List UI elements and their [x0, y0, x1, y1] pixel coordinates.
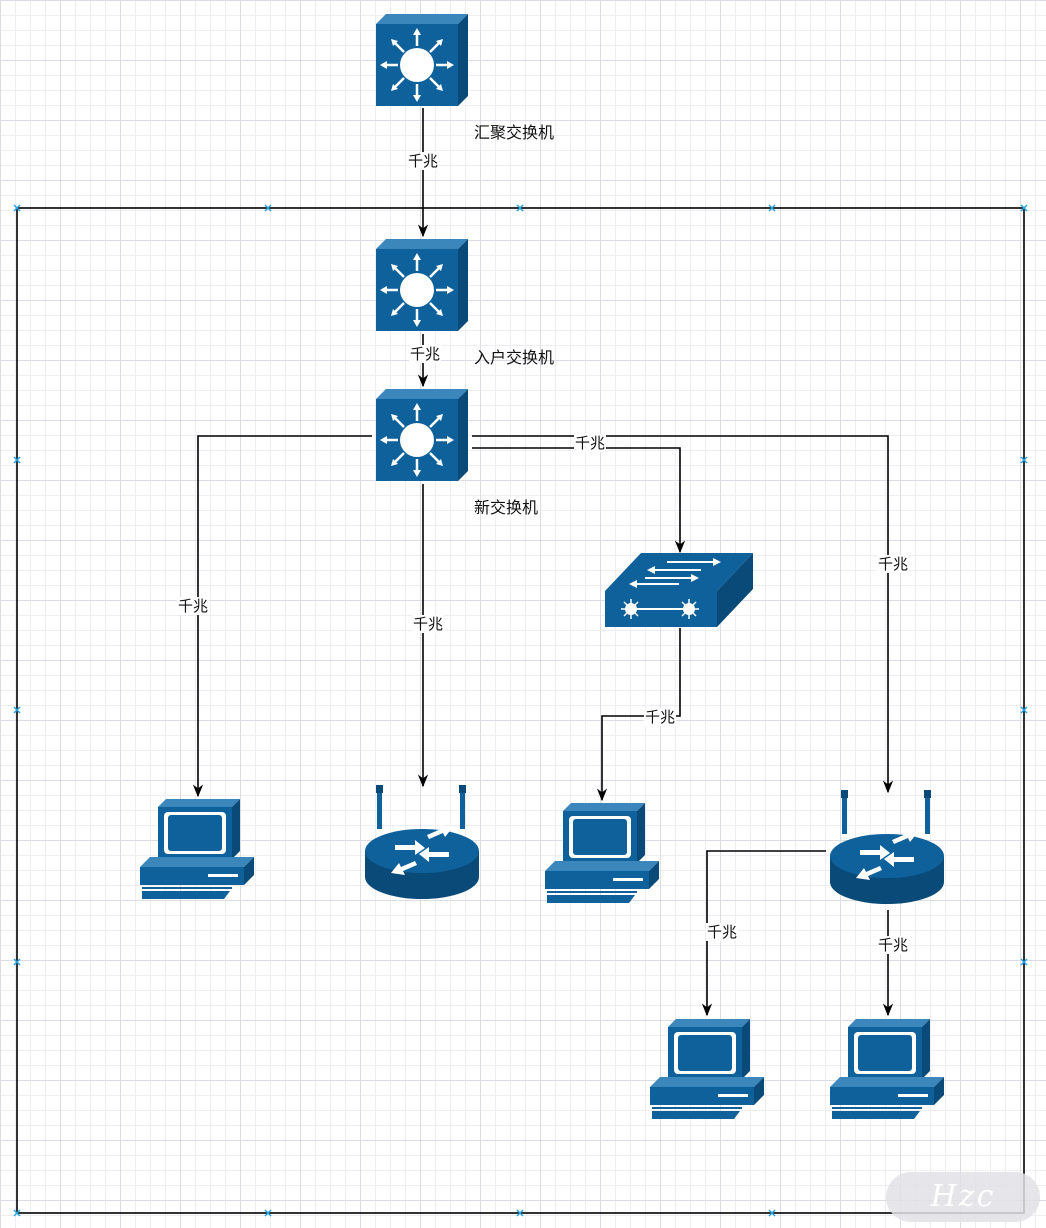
- entry-switch-label: 入户交换机: [474, 348, 555, 367]
- aggregation-switch-icon[interactable]: [374, 12, 470, 108]
- edge-label-router-to-pc-left: 千兆: [705, 923, 739, 941]
- edge-label-new-to-pc-left: 千兆: [176, 597, 210, 615]
- edge-label-new-to-router-right: 千兆: [876, 555, 910, 573]
- edge-new-to-router-right[interactable]: [472, 435, 894, 794]
- pc-bottom-right-icon[interactable]: [829, 1018, 945, 1120]
- edge-new-to-pc-left[interactable]: [192, 435, 372, 798]
- edge-new-to-hub[interactable]: [472, 447, 686, 554]
- pc-middle-icon[interactable]: [544, 802, 660, 904]
- edge-label-router-to-pc-right: 千兆: [876, 936, 910, 954]
- edge-label-hub-to-pc: 千兆: [643, 708, 677, 726]
- edge-label-new-to-router-center: 千兆: [411, 615, 445, 633]
- pc-bottom-left-icon[interactable]: [649, 1018, 765, 1120]
- new-switch-icon[interactable]: [374, 387, 470, 483]
- watermark: Hzc: [886, 1172, 1040, 1222]
- new-switch-label: 新交换机: [474, 498, 539, 517]
- router-center-icon[interactable]: [365, 785, 479, 899]
- edge-router-to-pc-left[interactable]: [701, 850, 826, 1017]
- edge-label-entry-to-new: 千兆: [408, 345, 442, 363]
- router-right-icon[interactable]: [830, 790, 944, 904]
- pc-left-icon[interactable]: [139, 798, 255, 900]
- aggregation-switch-label: 汇聚交换机: [474, 123, 555, 142]
- edge-hub-to-pc[interactable]: [596, 628, 681, 802]
- l2-switch-icon[interactable]: [604, 552, 754, 628]
- edge-label-new-to-hub: 千兆: [573, 434, 607, 452]
- container-handles[interactable]: [13, 204, 1028, 1217]
- edge-label-agg-to-entry: 千兆: [406, 152, 440, 170]
- entry-switch-icon[interactable]: [374, 237, 470, 333]
